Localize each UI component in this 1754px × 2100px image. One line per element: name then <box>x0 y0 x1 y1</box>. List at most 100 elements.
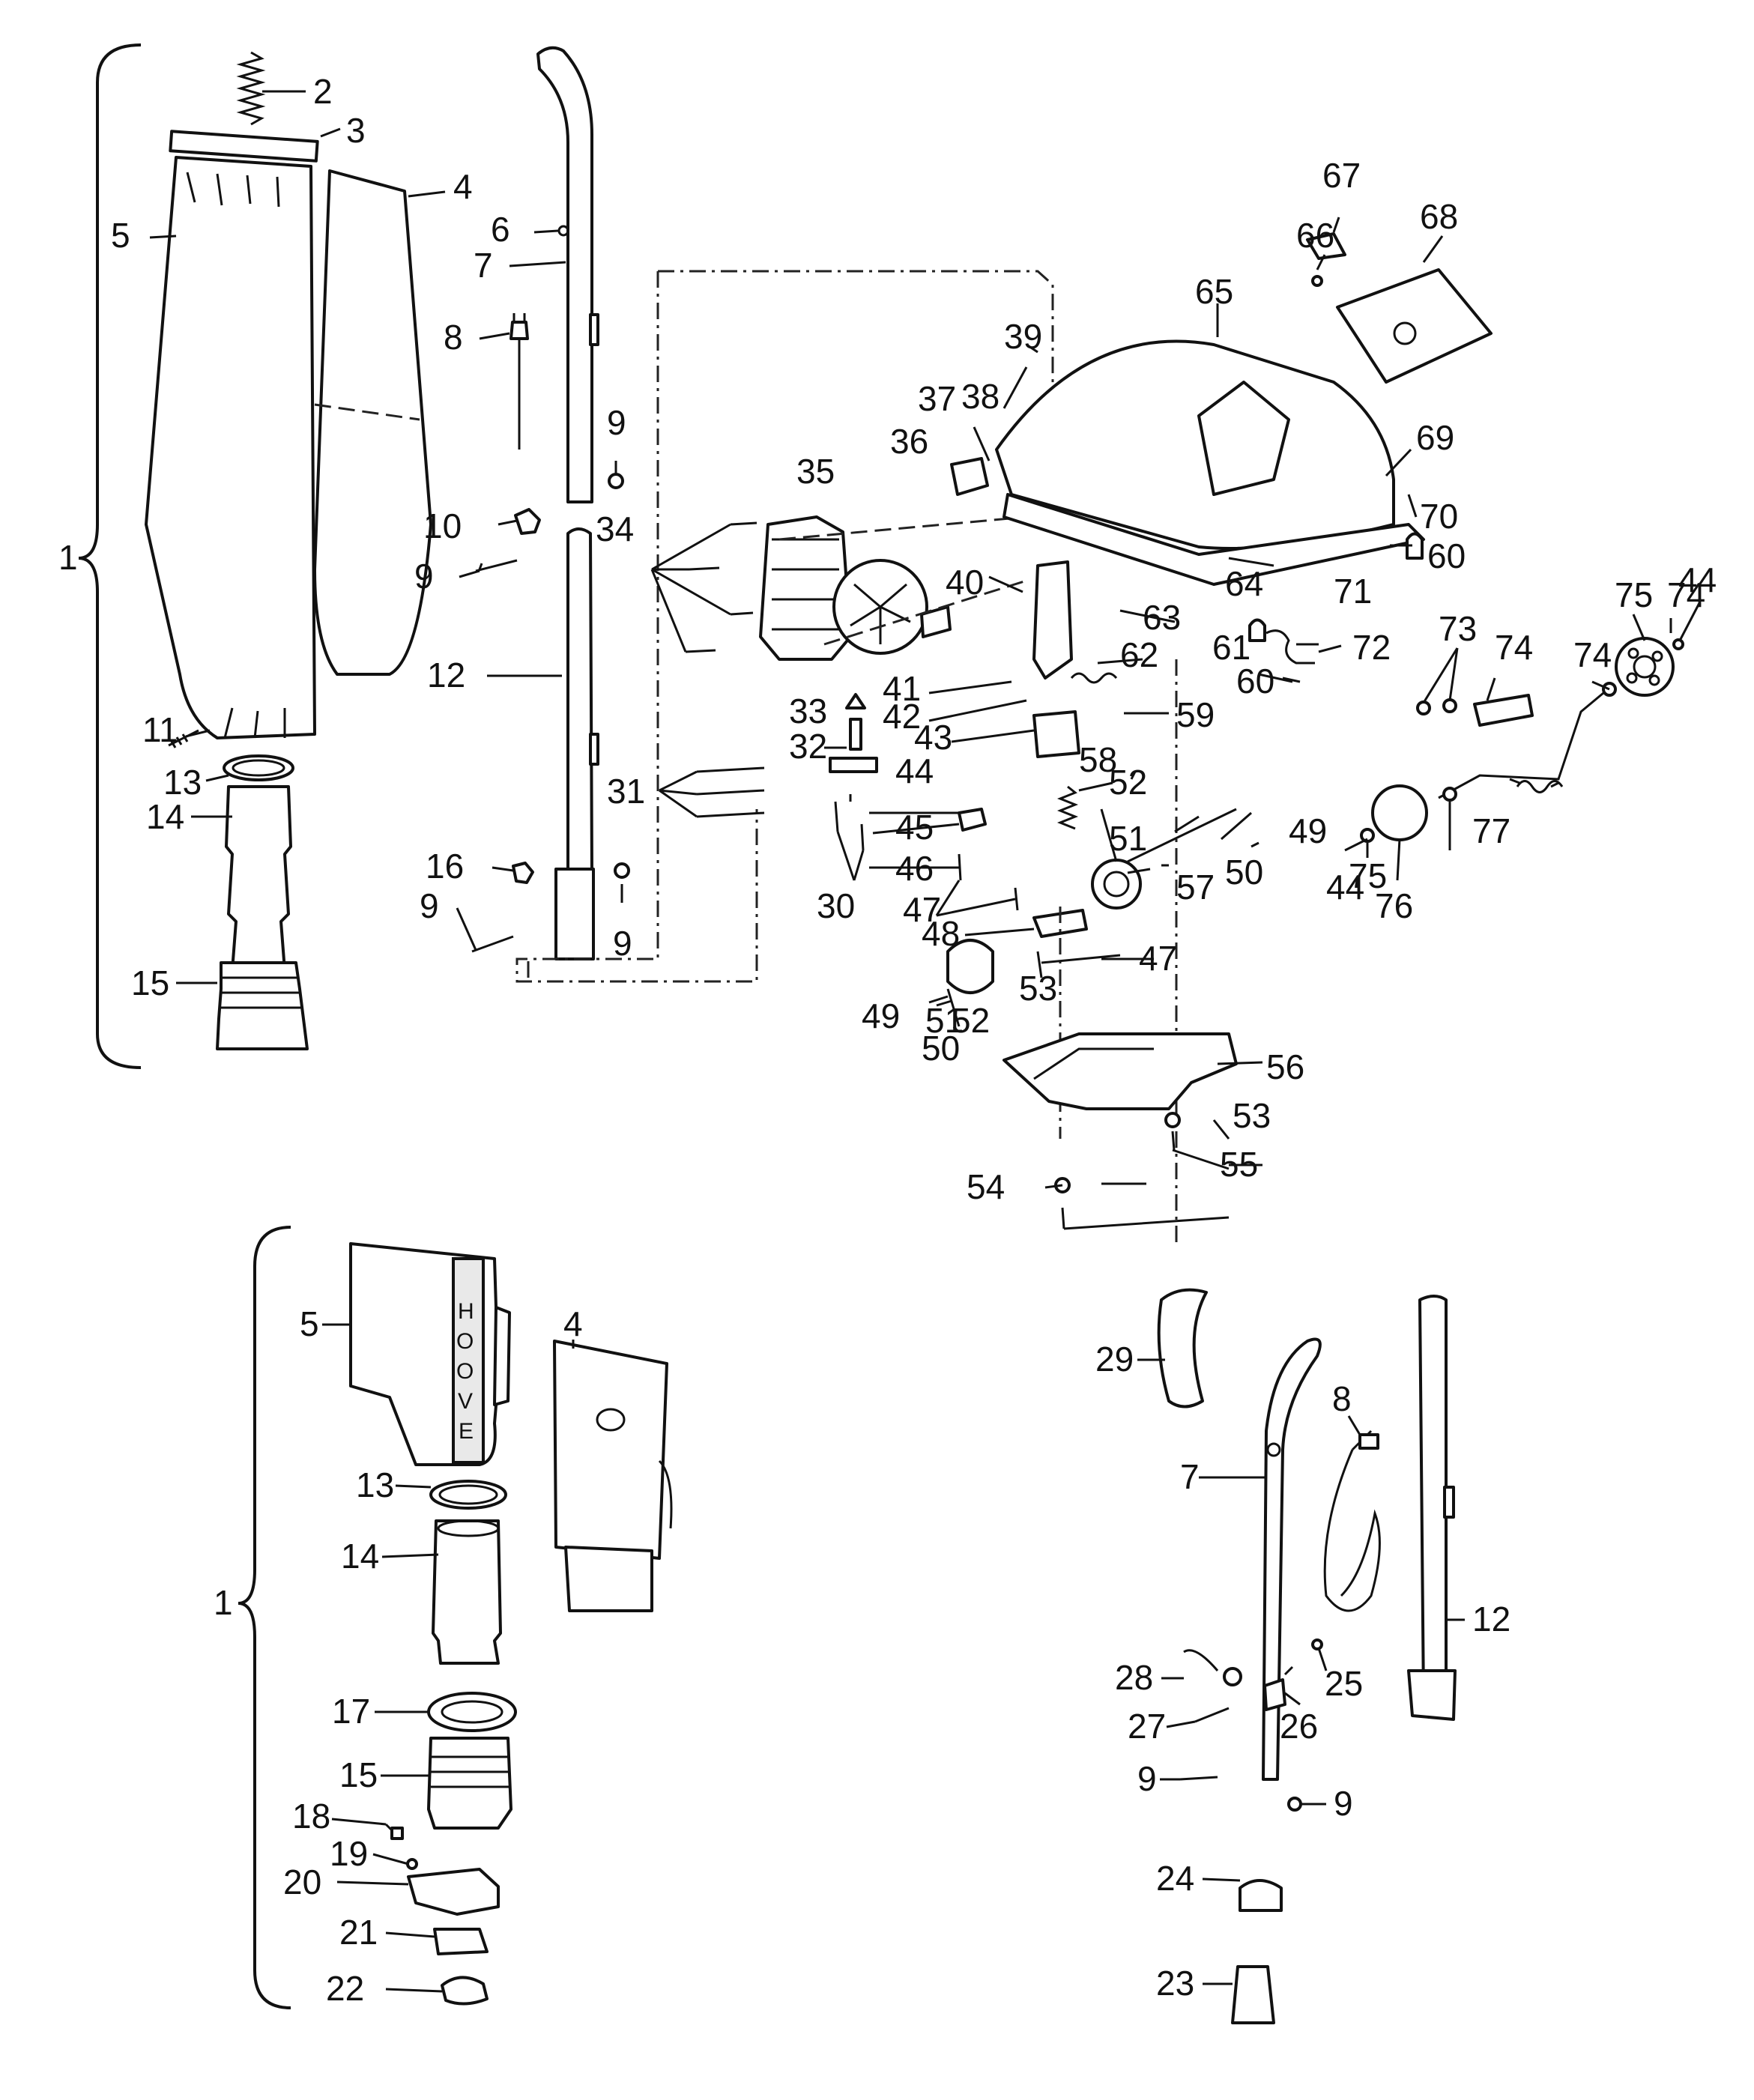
callout: 8 <box>1332 1379 1352 1418</box>
svg-text:O: O <box>456 1329 475 1354</box>
callout: 54 <box>967 1167 1005 1206</box>
callout: 45 <box>895 808 934 847</box>
callout: 51 <box>1109 819 1147 858</box>
svg-text:H: H <box>458 1299 476 1324</box>
bottom-plate <box>1002 1032 1238 1110</box>
spring-clip <box>1265 629 1315 665</box>
callout: 12 <box>1472 1600 1510 1638</box>
callout: 4 <box>453 167 473 206</box>
callout: 18 <box>292 1797 330 1836</box>
callout: 70 <box>1420 497 1458 536</box>
callout: 19 <box>330 1834 368 1873</box>
callout: 73 <box>1439 609 1477 648</box>
callout: 65 <box>1195 272 1233 311</box>
bracket <box>1032 560 1073 680</box>
callout: 71 <box>1334 572 1372 611</box>
callout: 32 <box>789 727 827 766</box>
callouts-lower-right: 7 8 9 9 12 23 24 25 26 27 28 29 <box>1095 1340 1510 2003</box>
motor-assembly <box>650 457 1237 1244</box>
callout: 31 <box>607 772 645 811</box>
callout: 36 <box>890 422 928 461</box>
leader-lines <box>149 90 1701 1993</box>
callout: 27 <box>1128 1707 1166 1746</box>
callout: 37 <box>918 379 956 418</box>
motor-housing <box>759 515 852 661</box>
callout: 43 <box>914 718 952 757</box>
callout: 75 <box>1349 856 1387 895</box>
callout: 17 <box>332 1692 370 1731</box>
callout: 72 <box>1352 628 1391 667</box>
torsion-spring <box>1516 780 1564 793</box>
svg-text:O: O <box>456 1359 475 1384</box>
callout: 64 <box>1225 564 1263 603</box>
nut <box>614 862 630 879</box>
callout: 50 <box>1225 853 1263 892</box>
callout: 3 <box>346 111 366 150</box>
callout: 49 <box>1289 811 1327 850</box>
callout: 4 <box>563 1304 583 1343</box>
callout: 40 <box>946 563 984 602</box>
callout: 57 <box>1176 868 1215 907</box>
callout: 49 <box>862 996 900 1035</box>
callout: 9 <box>607 403 626 442</box>
power-cord <box>1323 1429 1381 1612</box>
axle <box>1127 808 1237 863</box>
callout: 30 <box>817 886 855 925</box>
screw <box>168 729 199 748</box>
callout: 76 <box>1375 886 1413 925</box>
callout: 35 <box>796 452 835 491</box>
callout: 10 <box>423 506 462 545</box>
callout: 5 <box>111 216 130 255</box>
nozzle-cover <box>407 1868 500 1916</box>
cap-16 <box>512 862 534 884</box>
callout: 8 <box>444 318 463 357</box>
callout: 74 <box>1495 628 1533 667</box>
brand-label: H O O V E <box>456 1299 476 1444</box>
callout: 74 <box>1573 635 1612 674</box>
rear-wheel <box>1371 784 1428 841</box>
callout: 58 <box>1079 740 1117 779</box>
screw <box>475 559 518 572</box>
callout: 61 <box>1212 628 1251 667</box>
callout: 44 <box>1678 560 1717 599</box>
callout: 53 <box>1019 969 1057 1008</box>
callout: 2 <box>313 72 333 111</box>
callout: 1 <box>58 538 78 577</box>
callout: 66 <box>1296 216 1334 255</box>
callout: 7 <box>1180 1457 1200 1496</box>
callout: 68 <box>1420 197 1458 236</box>
rear-wheel-assembly <box>1360 637 1684 843</box>
gasket <box>433 1928 489 1955</box>
bag-adapter <box>427 1737 512 1830</box>
callout: 28 <box>1115 1658 1153 1697</box>
callout: 25 <box>1325 1664 1363 1703</box>
switch <box>950 457 989 496</box>
callout: 42 <box>883 697 921 736</box>
hood-assembly <box>995 232 1534 727</box>
callout: 34 <box>596 509 634 548</box>
outer-bag <box>145 156 316 739</box>
latch <box>1306 232 1346 260</box>
callout: 53 <box>1233 1096 1271 1135</box>
inner-bag <box>313 169 432 676</box>
callout: 47 <box>903 890 941 929</box>
upper-bag-assembly <box>78 43 432 1069</box>
screw <box>471 935 514 953</box>
callout: 9 <box>420 886 439 925</box>
callout: 23 <box>1156 1964 1194 2003</box>
callout: 56 <box>1266 1047 1304 1086</box>
upper-handle-assembly <box>471 46 1054 983</box>
nut <box>608 473 624 489</box>
callout: 55 <box>1220 1145 1258 1184</box>
spring <box>236 51 266 126</box>
callout: 67 <box>1322 156 1361 195</box>
bottom-plate-assembly <box>936 841 1259 1229</box>
plate <box>1032 710 1080 758</box>
callout: 16 <box>426 847 464 886</box>
callout: 20 <box>283 1863 321 1901</box>
lower-handle-assembly <box>1157 1288 1457 2024</box>
callout: 77 <box>1472 811 1510 850</box>
coupling <box>225 785 292 972</box>
callout: 60 <box>1427 536 1466 575</box>
svg-text:V: V <box>458 1389 474 1414</box>
